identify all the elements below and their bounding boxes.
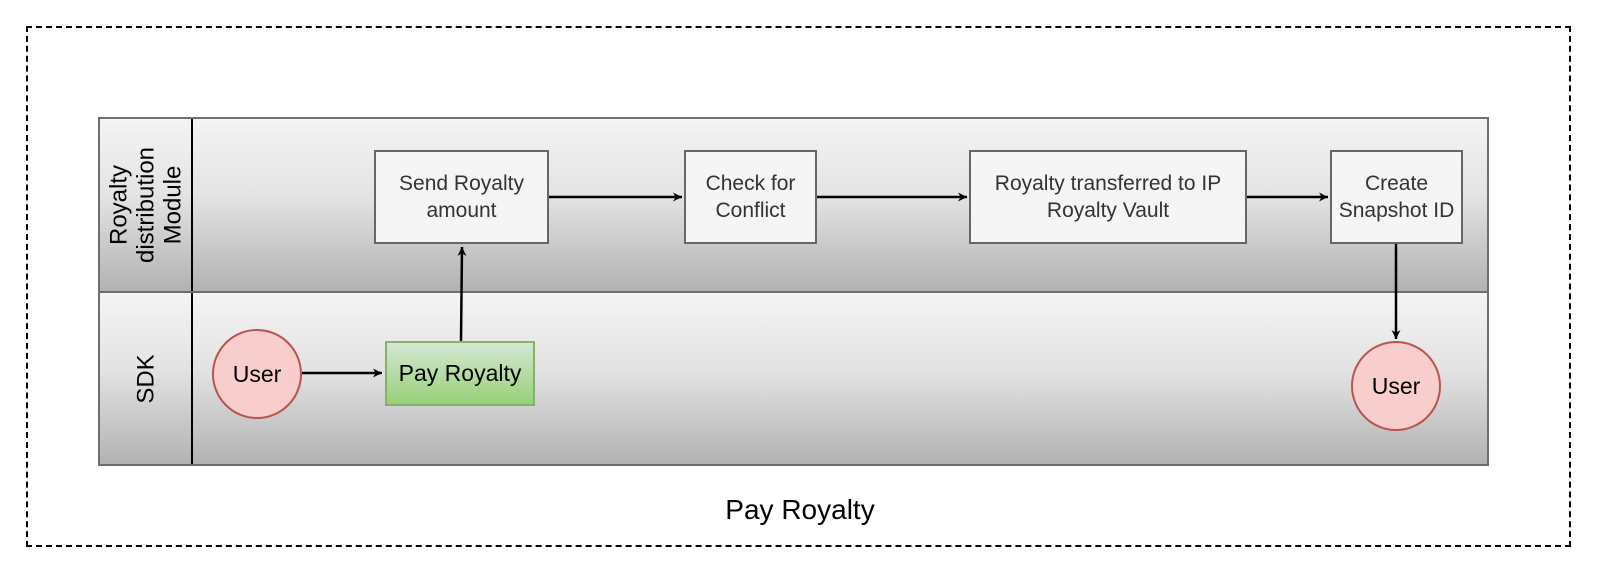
create-snapshot-id-task[interactable]: Create Snapshot ID (1330, 150, 1463, 244)
user-end-event[interactable]: User (1351, 341, 1441, 431)
check-for-conflict-task[interactable]: Check for Conflict (684, 150, 817, 244)
lane-header: Royalty distribution Module (100, 119, 193, 291)
send-royalty-amount-task[interactable]: Send Royalty amount (374, 150, 549, 244)
pay-royalty-task[interactable]: Pay Royalty (385, 341, 535, 406)
lane-sdk: SDK (100, 293, 1487, 464)
diagram-frame (26, 26, 1571, 547)
lane-label: Royalty distribution Module (105, 146, 186, 264)
royalty-transferred-task[interactable]: Royalty transferred to IP Royalty Vault (969, 150, 1247, 244)
lane-label: SDK (132, 353, 159, 404)
lane-header: SDK (100, 293, 193, 464)
diagram-caption: Pay Royalty (725, 494, 875, 525)
user-start-event[interactable]: User (212, 329, 302, 419)
